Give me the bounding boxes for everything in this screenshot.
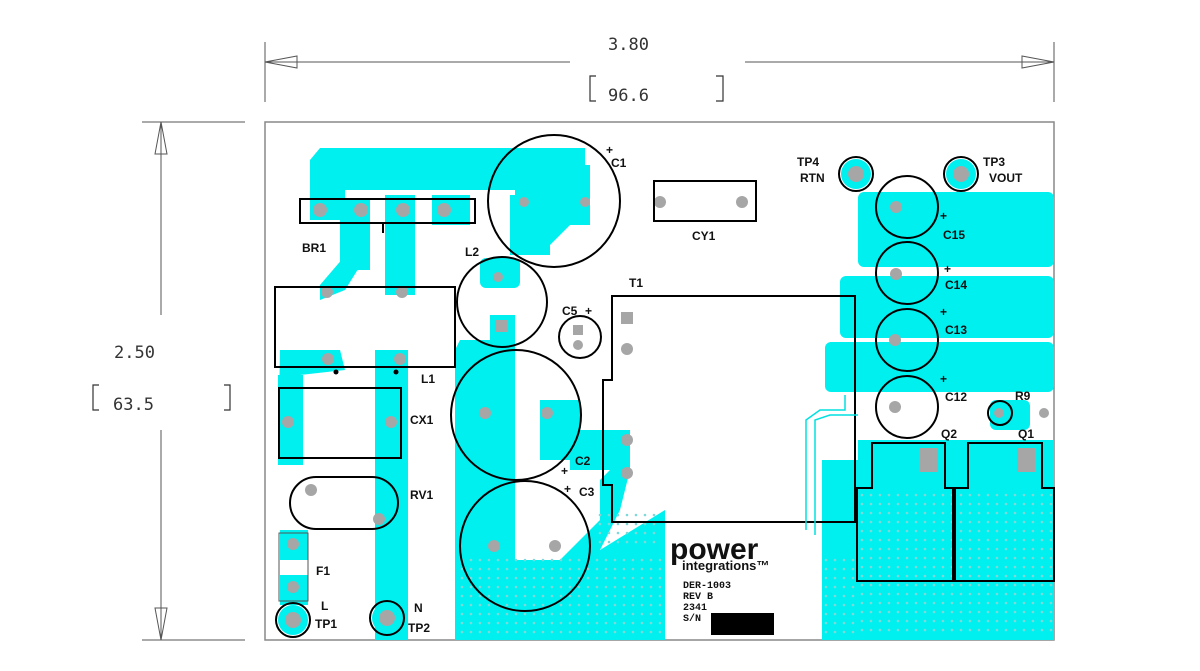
serial-label: S/N [683,613,701,625]
polarity-c1: + [606,143,613,157]
logo-power: power [670,533,759,566]
serial-number-box [711,613,774,635]
width-mm: 96.6 [608,86,649,106]
label-q2: Q2 [941,427,957,441]
height-dimension [142,121,245,641]
polarity-c5: + [585,304,592,318]
label-br1: BR1 [302,241,326,255]
label-cy1: CY1 [692,229,716,243]
polarity-c14: + [944,262,951,276]
polarity-c12: + [940,372,947,386]
label-c14: C14 [945,278,967,292]
component-labels: BR1 C1 + CY1 L2 C5 + T1 L1 CX1 C2 + C3 +… [302,143,1034,635]
label-tp4: TP4 [797,155,819,169]
board-info: DER-1003 REV B 2341 S/N [683,581,774,635]
label-c2: C2 [575,454,591,468]
polarity-c2: + [561,464,568,478]
width-mm-bracket [589,75,724,102]
height-inches: 2.50 [114,343,155,363]
board-date-code: 2341 [683,603,707,614]
width-inches: 3.80 [608,35,649,55]
label-c13: C13 [945,323,967,337]
label-c3: C3 [579,485,595,499]
via-texture [460,493,1053,634]
label-c5: C5 [562,304,578,318]
width-dimension [264,42,1055,102]
label-l1: L1 [421,372,435,386]
label-f1: F1 [316,564,330,578]
label-tp3: TP3 [983,155,1005,169]
height-mm-bracket [92,384,231,411]
board-part-number: DER-1003 [683,581,731,592]
logo-integrations: integrations™ [682,558,769,573]
label-t1: T1 [629,276,643,290]
height-mm: 63.5 [113,395,154,415]
label-rv1: RV1 [410,488,433,502]
label-l2: L2 [465,245,479,259]
signal-traces [805,395,858,535]
label-r9: R9 [1015,389,1031,403]
label-l: L [321,599,328,613]
label-c15: C15 [943,228,965,242]
polarity-c13: + [940,305,947,319]
logo: power integrations™ [670,533,769,573]
label-vout: VOUT [989,171,1023,185]
label-tp1: TP1 [315,617,337,631]
label-c1: C1 [611,156,627,170]
board-revision: REV B [683,592,713,603]
label-tp2: TP2 [408,621,430,635]
label-n: N [414,601,423,615]
component-outlines [274,134,1055,638]
label-cx1: CX1 [410,413,434,427]
polarity-c15: + [940,209,947,223]
label-c12: C12 [945,390,967,404]
pads [282,166,1049,628]
label-rtn: RTN [800,171,825,185]
polarity-c3: + [564,482,571,496]
label-q1: Q1 [1018,427,1034,441]
